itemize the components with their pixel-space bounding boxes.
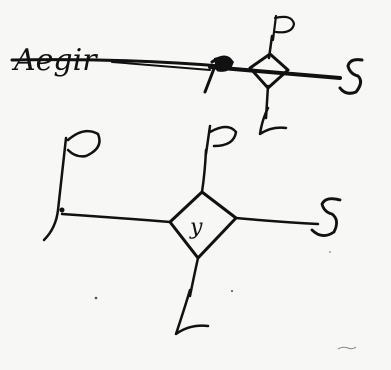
paper-specks [95,251,356,349]
bottom-center-y: y [189,215,203,240]
bottom-sketch: y [44,126,340,334]
bottom-axis-up [202,150,206,192]
bottom-label-bottom-l [176,290,208,334]
top-sketch: Aegir [11,16,362,134]
top-label-top-stem [273,16,276,40]
top-label-bottom-l [260,108,286,134]
paper-speck [231,290,233,292]
paper-smudge [338,347,356,349]
paper-speck [329,251,331,253]
bottom-label-left-stem [44,138,66,240]
paper-speck [95,297,98,300]
bottom-diamond [170,192,236,258]
top-label-right-s [340,60,362,94]
bottom-label-left-bowl [68,131,100,156]
bottom-left-dot [60,208,65,213]
bottom-label-top-stem [206,126,210,154]
bottom-label-right-s [312,199,340,236]
bottom-axis-right [236,218,318,224]
bottom-axis-left [62,214,170,222]
bottom-label-top-bowl [210,127,236,146]
top-label-top-bowl [275,17,294,32]
